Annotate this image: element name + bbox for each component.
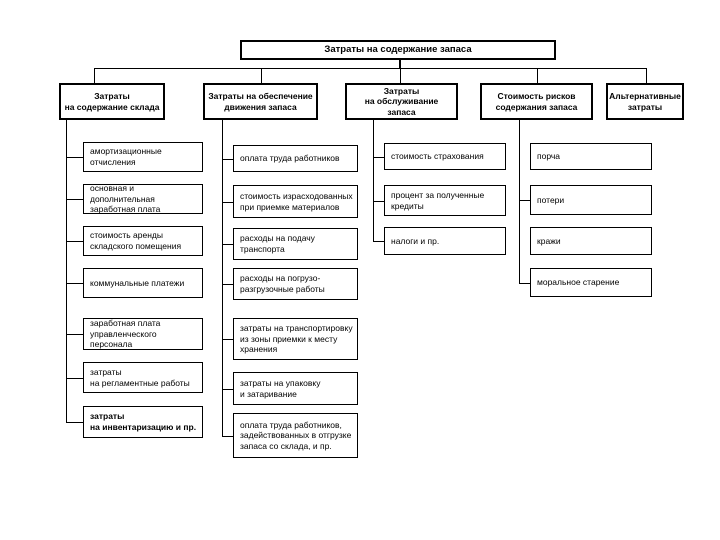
tree-node-risks-3: кражи bbox=[530, 227, 652, 255]
tree-node-movement-1: оплата труда работников bbox=[233, 145, 358, 172]
header-drop-line bbox=[261, 68, 262, 83]
tree-node-warehouse-3: стоимость аренды складского помещения bbox=[83, 226, 203, 256]
spine-line bbox=[94, 68, 646, 69]
tree-header-movement: Затраты на обеспечение движения запаса bbox=[203, 83, 318, 120]
root-drop-line bbox=[399, 60, 401, 68]
stub-line bbox=[519, 283, 530, 284]
stub-line bbox=[373, 157, 384, 158]
tree-node-service-2: процент за полученные кредиты bbox=[384, 185, 506, 216]
stub-line bbox=[222, 159, 233, 160]
tree-node-service-3: налоги и пр. bbox=[384, 227, 506, 255]
stub-line bbox=[222, 389, 233, 390]
stub-line bbox=[66, 334, 83, 335]
tree-node-movement-7-label: оплата труда работников, задействованных… bbox=[240, 419, 352, 451]
tree-header-service: Затраты на обслуживание запаса bbox=[345, 83, 458, 120]
tree-header-movement-label: Затраты на обеспечение движения запаса bbox=[208, 90, 313, 112]
stub-line bbox=[66, 283, 83, 284]
tree-node-warehouse-5: заработная плата управленческого персона… bbox=[83, 318, 203, 350]
tree-node-risks-1-label: порча bbox=[537, 151, 561, 162]
stub-line bbox=[66, 199, 83, 200]
tree-header-warehouse: Затраты на содержание склада bbox=[59, 83, 165, 120]
tree-node-service-3-label: налоги и пр. bbox=[391, 235, 440, 246]
trunk-line bbox=[66, 120, 67, 422]
tree-node-movement-2-label: стоимость израсходованных при приемке ма… bbox=[240, 190, 353, 212]
tree-node-movement-4: расходы на погрузо- разгрузочные работы bbox=[233, 268, 358, 300]
stub-line bbox=[373, 241, 384, 242]
header-drop-line bbox=[400, 68, 401, 83]
tree-header-service-label: Затраты на обслуживание запаса bbox=[364, 85, 439, 117]
tree-root: Затраты на содержание запаса bbox=[240, 40, 556, 60]
tree-node-warehouse-1-label: амортизационные отчисления bbox=[90, 146, 162, 167]
tree-node-service-2-label: процент за полученные кредиты bbox=[391, 189, 485, 211]
tree-node-movement-1-label: оплата труда работников bbox=[240, 153, 340, 164]
tree-node-movement-4-label: расходы на погрузо- разгрузочные работы bbox=[240, 273, 325, 294]
stub-line bbox=[222, 284, 233, 285]
tree-header-risks: Стоимость рисков содержания запаса bbox=[480, 83, 593, 120]
tree-header-warehouse-label: Затраты на содержание склада bbox=[64, 90, 160, 112]
tree-node-risks-3-label: кражи bbox=[537, 235, 561, 246]
tree-node-movement-7: оплата труда работников, задействованных… bbox=[233, 413, 358, 458]
tree-root-label: Затраты на содержание запаса bbox=[324, 44, 472, 56]
tree-node-warehouse-7-label: затраты на инвентаризацию и пр. bbox=[90, 411, 197, 432]
tree-header-alternative-label: Альтернативные затраты bbox=[609, 90, 681, 112]
trunk-line bbox=[373, 120, 374, 241]
trunk-line bbox=[222, 120, 223, 436]
header-drop-line bbox=[537, 68, 538, 83]
tree-header-alternative: Альтернативные затраты bbox=[606, 83, 684, 120]
tree-node-warehouse-4-label: коммунальные платежи bbox=[90, 277, 185, 288]
tree-node-warehouse-6-label: затраты на регламентные работы bbox=[90, 366, 190, 388]
stub-line bbox=[373, 201, 384, 202]
tree-node-warehouse-2-label: основная и дополнительная заработная пла… bbox=[90, 183, 161, 215]
tree-header-risks-label: Стоимость рисков содержания запаса bbox=[495, 90, 578, 112]
tree-node-movement-2: стоимость израсходованных при приемке ма… bbox=[233, 185, 358, 218]
stub-line bbox=[66, 241, 83, 242]
tree-node-risks-1: порча bbox=[530, 143, 652, 170]
tree-node-warehouse-3-label: стоимость аренды складского помещения bbox=[90, 230, 182, 251]
tree-node-warehouse-2: основная и дополнительная заработная пла… bbox=[83, 183, 203, 215]
tree-node-warehouse-5-label: заработная плата управленческого персона… bbox=[90, 318, 161, 350]
tree-node-movement-5-label: затраты на транспортировку из зоны прием… bbox=[240, 323, 353, 355]
tree-node-risks-2-label: потери bbox=[537, 194, 565, 205]
tree-node-warehouse-1: амортизационные отчисления bbox=[83, 142, 203, 172]
tree-node-service-1-label: стоимость страхования bbox=[391, 151, 484, 162]
stub-line bbox=[222, 202, 233, 203]
stub-line bbox=[66, 157, 83, 158]
stub-line bbox=[519, 200, 530, 201]
tree-node-warehouse-6: затраты на регламентные работы bbox=[83, 362, 203, 393]
header-drop-line bbox=[94, 68, 95, 83]
tree-node-risks-2: потери bbox=[530, 185, 652, 215]
tree-node-movement-5: затраты на транспортировку из зоны прием… bbox=[233, 318, 358, 360]
tree-node-warehouse-4: коммунальные платежи bbox=[83, 268, 203, 298]
stub-line bbox=[66, 378, 83, 379]
tree-node-service-1: стоимость страхования bbox=[384, 143, 506, 170]
stub-line bbox=[222, 244, 233, 245]
stub-line bbox=[222, 436, 233, 437]
tree-node-movement-3: расходы на подачу транспорта bbox=[233, 228, 358, 260]
stub-line bbox=[66, 422, 83, 423]
tree-node-movement-6-label: затраты на упаковку и затаривание bbox=[240, 377, 321, 399]
stub-line bbox=[222, 339, 233, 340]
tree-node-warehouse-7: затраты на инвентаризацию и пр. bbox=[83, 406, 203, 438]
header-drop-line bbox=[646, 68, 647, 83]
tree-node-risks-4: моральное старение bbox=[530, 268, 652, 297]
tree-node-movement-6: затраты на упаковку и затаривание bbox=[233, 372, 358, 405]
tree-node-risks-4-label: моральное старение bbox=[537, 277, 620, 288]
trunk-line bbox=[519, 120, 520, 283]
tree-node-movement-3-label: расходы на подачу транспорта bbox=[240, 233, 315, 254]
